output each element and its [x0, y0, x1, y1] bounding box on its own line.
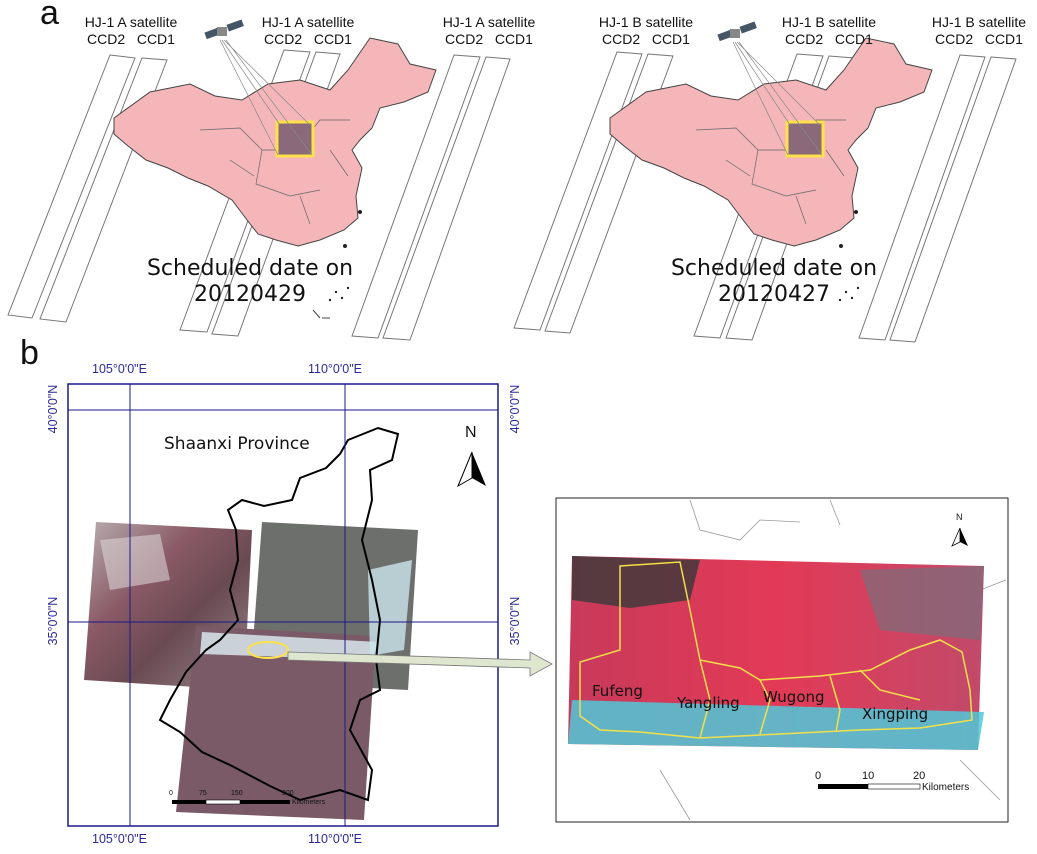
town-wugong: Wugong — [763, 688, 825, 706]
satellite-icon-left — [204, 19, 244, 40]
sat-title: HJ-1 B satellite — [598, 14, 694, 30]
north-label: N — [465, 424, 477, 441]
sat-label-left-3: HJ-1 A satellite CCD2 CCD1 — [434, 14, 544, 48]
lat-label-left-35: 35°0'0"N — [46, 596, 60, 646]
swath-right-2 — [544, 53, 674, 334]
lon-label-top-105: 105°0'0"E — [92, 362, 147, 376]
scheduled-line1: Scheduled date on — [670, 256, 878, 281]
main-scalebar — [172, 799, 290, 805]
sat-label-right-1: HJ-1 B satellite CCD2 CCD1 — [591, 14, 701, 48]
sat-title: HJ-1 B satellite — [781, 14, 877, 30]
lon-label-bottom-105: 105°0'0"E — [92, 832, 147, 846]
swath-left-4 — [211, 51, 341, 337]
town-fufeng: Fufeng — [592, 682, 643, 700]
inset-scale-tick-0: 0 — [815, 770, 822, 782]
scale-unit: Kilometers — [292, 799, 326, 806]
town-yangling: Yangling — [677, 694, 740, 712]
ccd1-label: CCD1 — [494, 31, 533, 47]
sat-label-left-1: HJ-1 A satellite CCD2 CCD1 — [76, 14, 186, 48]
sat-label-right-2: HJ-1 B satellite CCD2 CCD1 — [774, 14, 884, 48]
scheduled-line2: 20120427 — [718, 282, 830, 307]
sat-title: HJ-1 A satellite — [84, 14, 178, 30]
ccd1-label: CCD1 — [313, 31, 352, 47]
swath-right-6 — [889, 56, 1017, 343]
sat-title: HJ-1 A satellite — [442, 14, 536, 30]
ccd2-label: CCD2 — [602, 31, 641, 47]
highlight-region-left — [275, 120, 315, 158]
north-arrow-inset-icon — [951, 527, 968, 547]
ccd2-label: CCD2 — [935, 31, 974, 47]
scheduled-date-left: Scheduled date on 20120429 — [140, 256, 360, 308]
ccd1-label: CCD1 — [136, 31, 175, 47]
lat-label-left-40: 40°0'0"N — [46, 384, 60, 434]
scale-tick-75: 75 — [199, 790, 207, 797]
swath-left-2 — [39, 57, 168, 323]
lon-label-top-110: 110°0'0"E — [308, 362, 362, 376]
sat-title: HJ-1 A satellite — [261, 14, 355, 30]
town-xingping: Xingping — [862, 705, 929, 723]
ccd2-label: CCD2 — [87, 31, 126, 47]
swath-right-5 — [858, 54, 986, 341]
swath-left-3 — [179, 49, 311, 333]
ccd1-label: CCD1 — [984, 31, 1023, 47]
shaanxi-boundary — [158, 426, 400, 802]
sat-label-left-2: HJ-1 A satellite CCD2 CCD1 — [253, 14, 363, 48]
lon-label-bottom-110: 110°0'0"E — [308, 832, 362, 846]
imagery-scene-south — [176, 626, 376, 820]
inset-scalebar — [818, 783, 921, 790]
scale-tick-150: 150 — [231, 790, 243, 797]
lat-label-right-40: 40°0'0"N — [508, 384, 522, 434]
ccd2-label: CCD2 — [264, 31, 303, 47]
lat-label-right-35: 35°0'0"N — [508, 596, 522, 646]
inset-scale-tick-10: 10 — [862, 770, 875, 782]
swath-left-1 — [7, 54, 136, 319]
scale-tick-300: 300 — [282, 790, 294, 797]
ccd1-label: CCD1 — [651, 31, 690, 47]
scale-tick-0: 0 — [169, 790, 173, 797]
province-label: Shaanxi Province — [164, 434, 310, 454]
sat-label-right-3: HJ-1 B satellite CCD2 CCD1 — [924, 14, 1034, 48]
swath-right-4 — [725, 55, 855, 341]
scheduled-date-right: Scheduled date on 20120427 — [664, 256, 884, 308]
inset-scale-tick-20: 20 — [913, 770, 926, 782]
panel-b-letter: b — [20, 334, 39, 372]
satellite-icon-right — [717, 21, 757, 42]
highlight-region-right — [785, 120, 825, 158]
ccd2-label: CCD2 — [785, 31, 824, 47]
north-arrow-icon — [456, 451, 486, 488]
swath-right-1 — [513, 51, 643, 331]
scheduled-line1: Scheduled date on — [146, 256, 354, 281]
scheduled-line2: 20120429 — [194, 282, 306, 307]
inset-north-label: N — [956, 512, 963, 522]
swath-right-3 — [693, 53, 824, 339]
ccd1-label: CCD1 — [834, 31, 873, 47]
ccd2-label: CCD2 — [445, 31, 484, 47]
inset-arrow — [287, 651, 553, 677]
sat-title: HJ-1 B satellite — [931, 14, 1027, 30]
swath-left-6 — [382, 56, 511, 341]
swath-left-5 — [351, 54, 481, 339]
china-map-left — [113, 37, 437, 247]
panel-a-letter: a — [40, 0, 59, 32]
china-map-right — [609, 37, 933, 247]
inset-scale-unit: Kilometers — [922, 782, 970, 793]
study-area-marker — [247, 641, 289, 659]
